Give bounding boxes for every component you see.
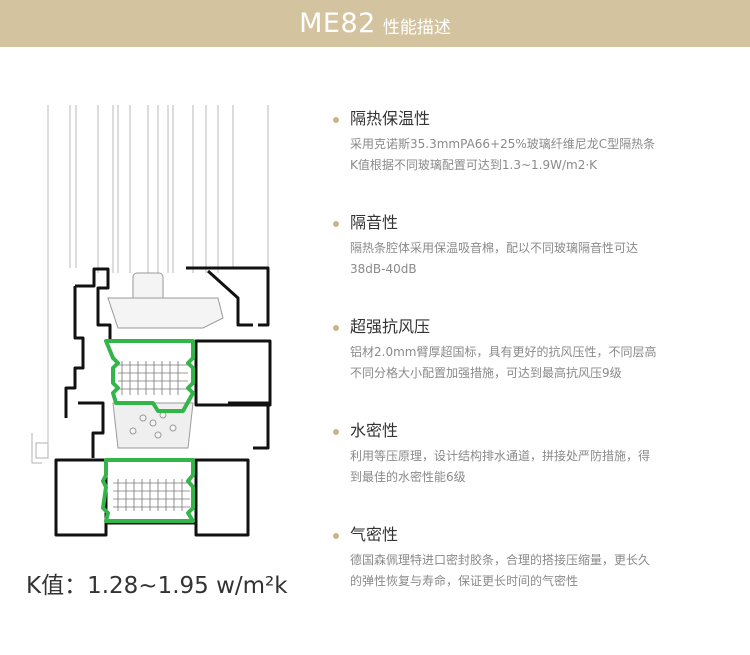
feature-description-line: 利用等压原理，设计结构排水通道，拼接处严防措施，得 [350, 449, 651, 463]
feature-water-tightness: 水密性 利用等压原理，设计结构排水通道，拼接处严防措施，得 到最佳的水密性能6级 [333, 420, 733, 524]
bullet-dot [333, 117, 339, 123]
window-profile-drawing [31, 105, 272, 537]
feature-title: 水密性 [350, 421, 399, 440]
bullet-dot [333, 325, 339, 331]
feature-air-tightness: 气密性 德国森佩理特进口密封胶条，合理的搭接压缩量，更长久 的弹性恢复与寿命，保… [333, 524, 733, 628]
feature-description-line: 38dB-40dB [350, 262, 417, 276]
feature-title: 隔音性 [350, 213, 399, 232]
feature-description-line: 到最佳的水密性能6级 [350, 470, 466, 484]
seal-detail [31, 433, 49, 464]
feature-list: 隔热保温性 采用克诺斯35.3mmPA66+25%玻璃纤维尼龙C型隔热条 K值根… [333, 108, 733, 628]
header-subtitle: 性能描述 [382, 18, 451, 38]
inner-detail [107, 272, 224, 449]
feature-description: 铝材2.0mm臂厚超国标，具有更好的抗风压性，不同层高 不同分格大小配置加强措施… [350, 342, 733, 384]
feature-description: 隔热条腔体采用保温吸音棉，配以不同玻璃隔音性可达 38dB-40dB [350, 238, 733, 280]
feature-title: 隔热保温性 [350, 109, 431, 128]
feature-description-line: 铝材2.0mm臂厚超国标，具有更好的抗风压性，不同层高 [350, 345, 657, 359]
model-name: ME82 [299, 8, 376, 39]
feature-thermal-insulation: 隔热保温性 采用克诺斯35.3mmPA66+25%玻璃纤维尼龙C型隔热条 K值根… [333, 108, 733, 212]
feature-description-line: 隔热条腔体采用保温吸音棉，配以不同玻璃隔音性可达 [350, 241, 639, 255]
feature-title: 超强抗风压 [350, 317, 431, 336]
bullet-dot [333, 429, 339, 435]
feature-description-line: 采用克诺斯35.3mmPA66+25%玻璃纤维尼龙C型隔热条 [350, 137, 656, 151]
feature-description: 利用等压原理，设计结构排水通道，拼接处严防措施，得 到最佳的水密性能6级 [350, 446, 733, 488]
feature-description-line: 的弹性恢复与寿命，保证更长时间的气密性 [350, 574, 579, 588]
bullet-dot [333, 221, 339, 227]
bullet-dot [333, 533, 339, 539]
feature-description: 德国森佩理特进口密封胶条，合理的搭接压缩量，更长久 的弹性恢复与寿命，保证更长时… [350, 550, 733, 592]
feature-sound-insulation: 隔音性 隔热条腔体采用保温吸音棉，配以不同玻璃隔音性可达 38dB-40dB [333, 212, 733, 316]
insulation-foam [113, 361, 190, 511]
feature-title: 气密性 [350, 525, 399, 544]
glass-lines [47, 105, 269, 448]
feature-wind-resistance: 超强抗风压 铝材2.0mm臂厚超国标，具有更好的抗风压性，不同层高 不同分格大小… [333, 316, 733, 420]
feature-description-line: 不同分格大小配置加强措施，可达到最高抗风压9级 [350, 366, 622, 380]
feature-description-line: 德国森佩理特进口密封胶条，合理的搭接压缩量，更长久 [350, 553, 651, 567]
feature-description: 采用克诺斯35.3mmPA66+25%玻璃纤维尼龙C型隔热条 K值根据不同玻璃配… [350, 134, 733, 176]
feature-description-line: K值根据不同玻璃配置可达到1.3~1.9W/m2·K [350, 158, 598, 172]
k-value-label: K值：1.28~1.95 w/m²k [26, 573, 288, 599]
thermal-break [101, 339, 195, 523]
page-header: ME82 性能描述 [0, 0, 750, 47]
